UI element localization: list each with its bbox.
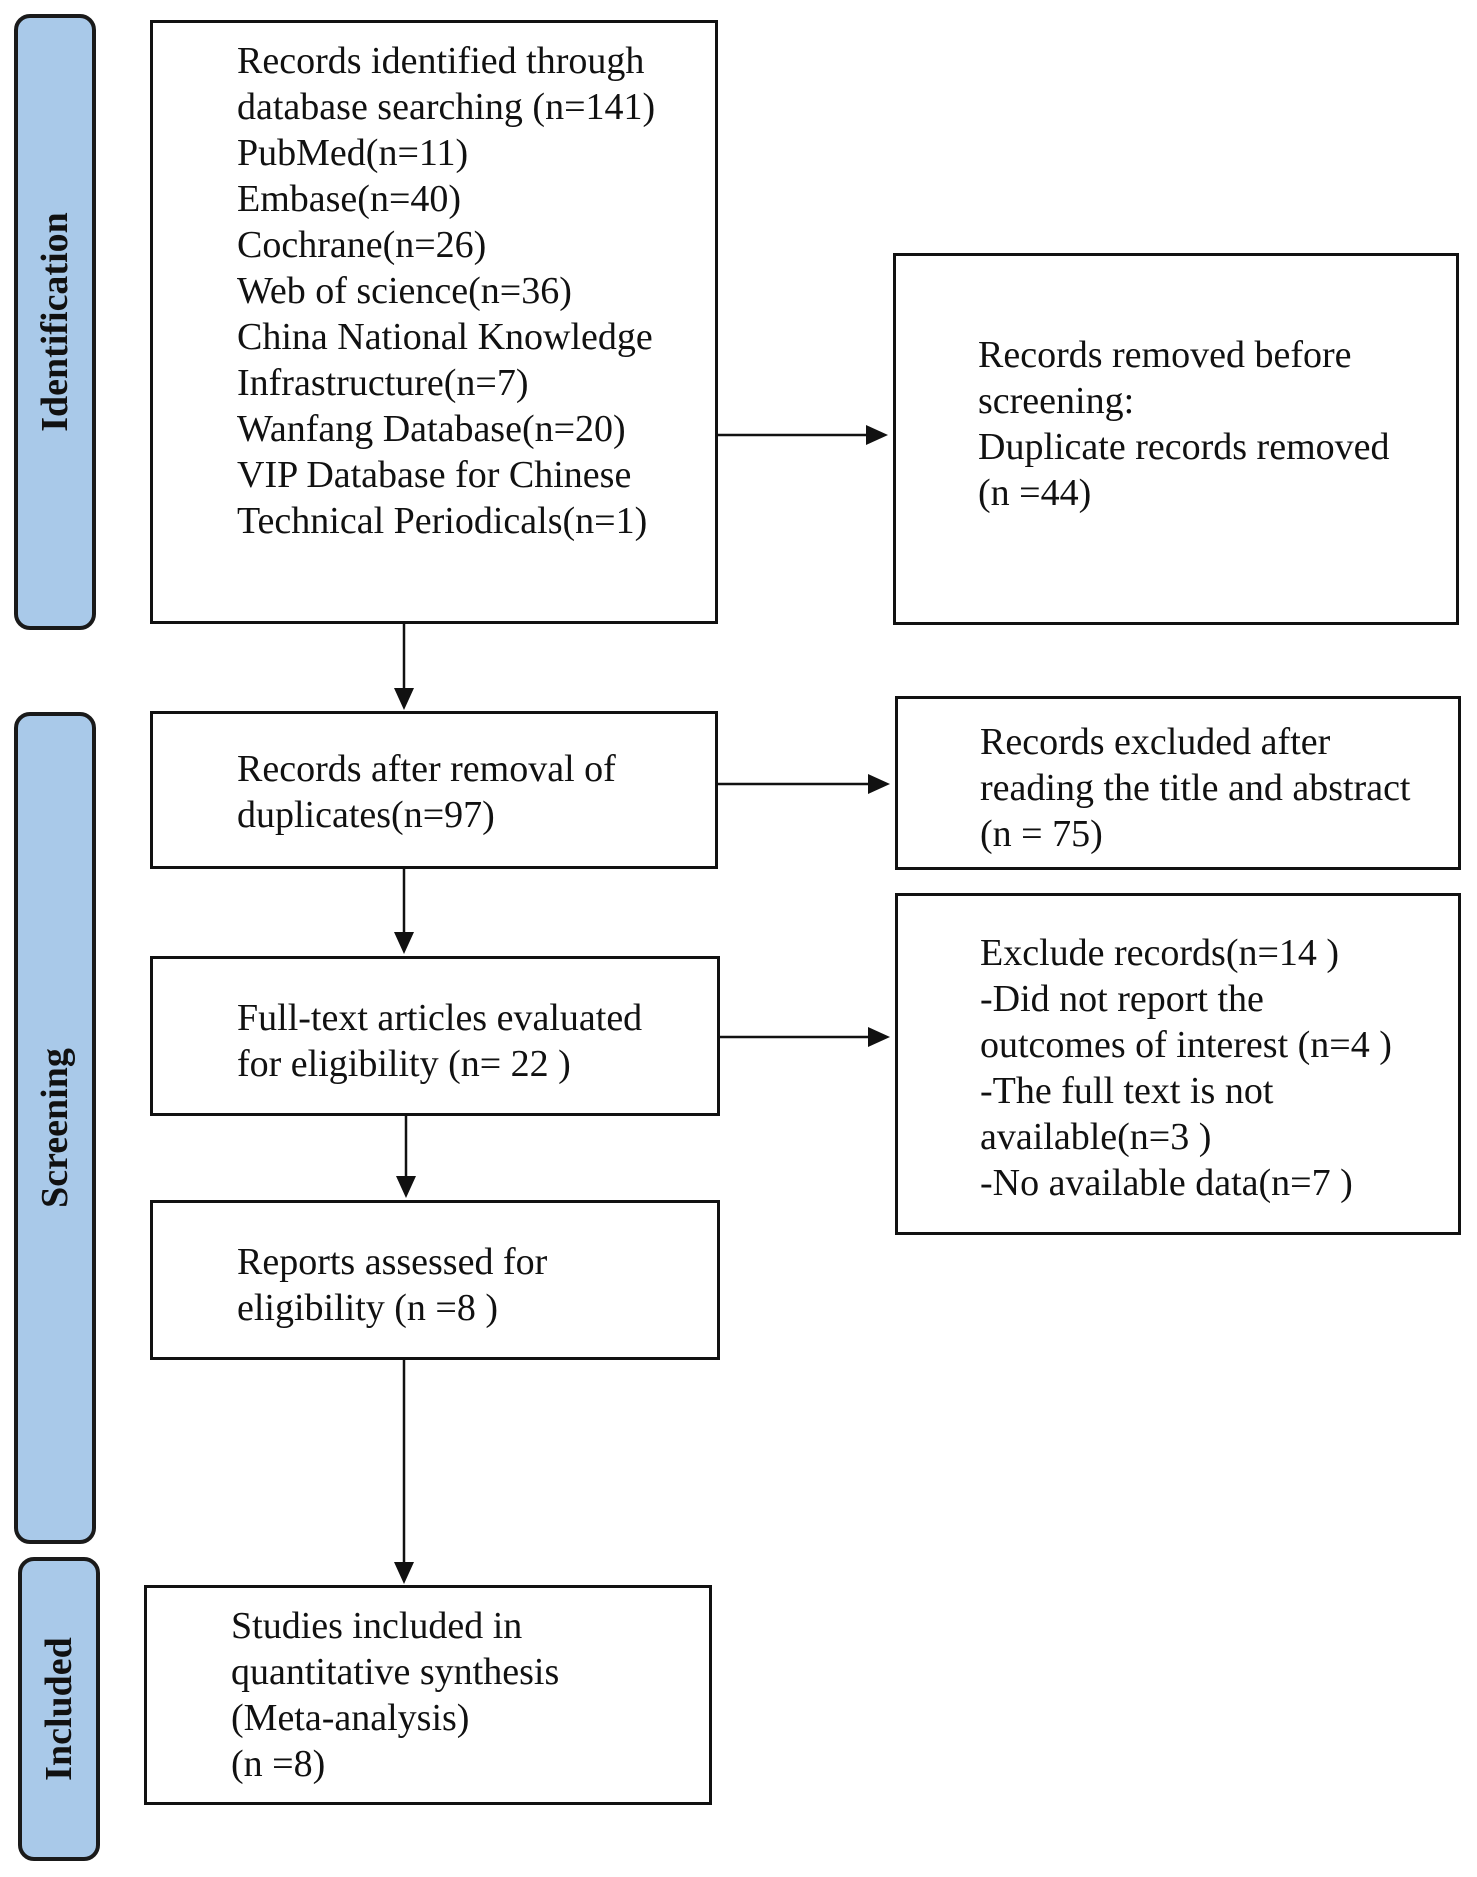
box-reports-assessed: Reports assessed for eligibility (n =8 ) bbox=[150, 1200, 720, 1360]
text-line: Reports assessed for bbox=[237, 1241, 548, 1283]
box-excluded-full-text: Exclude records(n=14 ) -Did not report t… bbox=[895, 893, 1461, 1235]
box-full-text-articles-text: Full-text articles evaluated for eligibi… bbox=[237, 995, 642, 1087]
text-line: Embase(n=40) bbox=[237, 178, 462, 220]
arrowhead-right bbox=[866, 425, 888, 445]
box-records-excluded-title-abstract: Records excluded after reading the title… bbox=[895, 696, 1461, 870]
text-line: Technical Periodicals(n=1) bbox=[237, 500, 648, 542]
text-line: China National Knowledge bbox=[237, 316, 653, 358]
arrowhead-right bbox=[868, 1027, 890, 1047]
text-line: -The full text is not bbox=[980, 1070, 1274, 1112]
box-records-after-removal: Records after removal of duplicates(n=97… bbox=[150, 711, 718, 869]
text-line: Studies included in bbox=[231, 1605, 523, 1647]
text-line: Records after removal of bbox=[237, 748, 616, 790]
box-studies-included-text: Studies included in quantitative synthes… bbox=[231, 1603, 559, 1787]
text-line: Wanfang Database(n=20) bbox=[237, 408, 626, 450]
text-line: Infrastructure(n=7) bbox=[237, 362, 529, 404]
arrowhead-down bbox=[394, 1562, 414, 1584]
box-records-after-removal-text: Records after removal of duplicates(n=97… bbox=[237, 746, 616, 838]
text-line: (Meta-analysis) bbox=[231, 1697, 470, 1739]
arrowhead-down bbox=[394, 688, 414, 710]
text-line: eligibility (n =8 ) bbox=[237, 1287, 499, 1329]
text-line: (n = 75) bbox=[980, 813, 1103, 855]
arrowhead-right bbox=[868, 774, 890, 794]
text-line: outcomes of interest (n=4 ) bbox=[980, 1024, 1392, 1066]
text-line: (n =44) bbox=[978, 472, 1092, 514]
text-line: quantitative synthesis bbox=[231, 1651, 560, 1693]
box-studies-included: Studies included in quantitative synthes… bbox=[144, 1585, 712, 1805]
arrowhead-down bbox=[394, 932, 414, 954]
box-records-removed-before-screening: Records removed before screening: Duplic… bbox=[893, 253, 1459, 625]
text-line: duplicates(n=97) bbox=[237, 794, 495, 836]
phase-screening: Screening bbox=[14, 712, 96, 1544]
text-line: screening: bbox=[978, 380, 1135, 422]
box-records-excluded-title-abstract-text: Records excluded after reading the title… bbox=[980, 719, 1411, 857]
text-line: database searching (n=141) bbox=[237, 86, 656, 128]
text-line: Records excluded after bbox=[980, 721, 1331, 763]
box-records-identified-text: Records identified through database sear… bbox=[237, 38, 655, 544]
text-line: PubMed(n=11) bbox=[237, 132, 469, 174]
box-excluded-full-text-text: Exclude records(n=14 ) -Did not report t… bbox=[980, 930, 1392, 1206]
arrowhead-down bbox=[396, 1176, 416, 1198]
box-records-identified: Records identified through database sear… bbox=[150, 20, 718, 624]
text-line: Cochrane(n=26) bbox=[237, 224, 487, 266]
text-line: for eligibility (n= 22 ) bbox=[237, 1043, 571, 1085]
text-line: VIP Database for Chinese bbox=[237, 454, 632, 496]
box-reports-assessed-text: Reports assessed for eligibility (n =8 ) bbox=[237, 1239, 547, 1331]
phase-identification: Identification bbox=[14, 14, 96, 630]
text-line: -No available data(n=7 ) bbox=[980, 1162, 1353, 1204]
box-full-text-articles: Full-text articles evaluated for eligibi… bbox=[150, 956, 720, 1116]
text-line: Full-text articles evaluated bbox=[237, 997, 643, 1039]
box-records-removed-text: Records removed before screening: Duplic… bbox=[978, 332, 1390, 516]
text-line: Web of science(n=36) bbox=[237, 270, 572, 312]
text-line: Records removed before bbox=[978, 334, 1352, 376]
phase-included: Included bbox=[18, 1557, 100, 1861]
text-line: available(n=3 ) bbox=[980, 1116, 1212, 1158]
text-line: -Did not report the bbox=[980, 978, 1264, 1020]
text-line: Duplicate records removed bbox=[978, 426, 1390, 468]
text-line: (n =8) bbox=[231, 1743, 326, 1785]
text-line: Records identified through bbox=[237, 40, 645, 82]
text-line: reading the title and abstract bbox=[980, 767, 1411, 809]
text-line: Exclude records(n=14 ) bbox=[980, 932, 1340, 974]
